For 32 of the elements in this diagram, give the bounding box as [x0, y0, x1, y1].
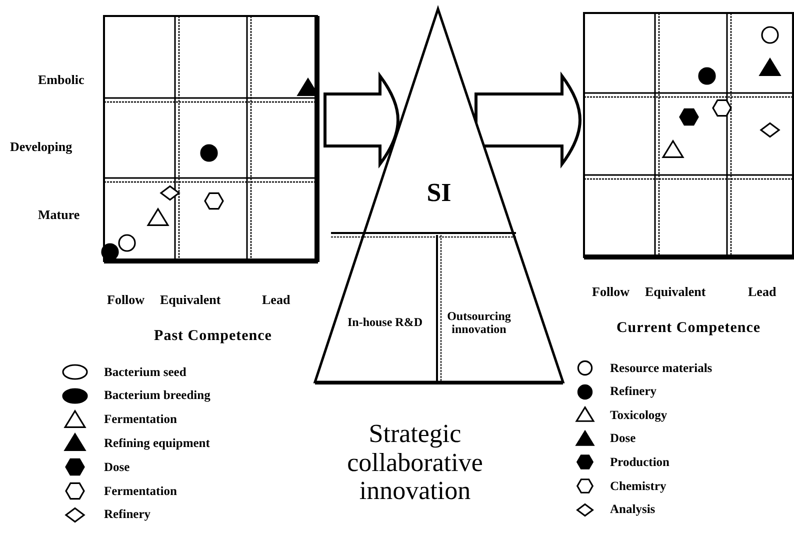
- row-label: Embolic: [38, 72, 84, 88]
- column-label: Lead: [748, 284, 776, 300]
- legend-label: Bacterium seed: [104, 364, 186, 380]
- column-label: Equivalent: [645, 284, 706, 300]
- matrix-title: Current Competence: [615, 320, 762, 337]
- legend-label: Refining equipment: [104, 436, 210, 451]
- row-label: Mature: [38, 207, 80, 223]
- column-label: Equivalent: [160, 292, 221, 308]
- legend-label: Toxicology: [610, 408, 668, 423]
- caption: Strategic collaborative innovation: [346, 420, 484, 506]
- block-arrow: [324, 74, 400, 166]
- section-label: In-house R&D: [347, 316, 422, 330]
- pyramid: [313, 8, 565, 386]
- column-label: Follow: [107, 292, 145, 308]
- pyramid-label: SI: [426, 178, 452, 208]
- row-label: Developing: [10, 139, 72, 155]
- legend-label: Dose: [104, 460, 130, 475]
- legend-label: Fermentation: [104, 412, 177, 428]
- legend-label: Fermentation: [104, 484, 177, 498]
- block-arrow: [474, 74, 582, 166]
- column-label: Follow: [592, 284, 630, 300]
- legend-label: Resource materials: [610, 360, 712, 376]
- legend-label: Analysis: [610, 502, 656, 518]
- column-label: Lead: [262, 292, 290, 308]
- legend-label: Refinery: [610, 384, 657, 400]
- matrix-title: Past Competence: [153, 328, 273, 345]
- legend-label: Bacterium breeding: [104, 388, 210, 404]
- legend-label: Production: [610, 454, 670, 470]
- section-label: Outsourcing innovation: [446, 310, 512, 336]
- legend-label: Refinery: [104, 507, 151, 522]
- legend-label: Chemistry: [610, 478, 666, 494]
- legend-label: Dose: [610, 431, 636, 446]
